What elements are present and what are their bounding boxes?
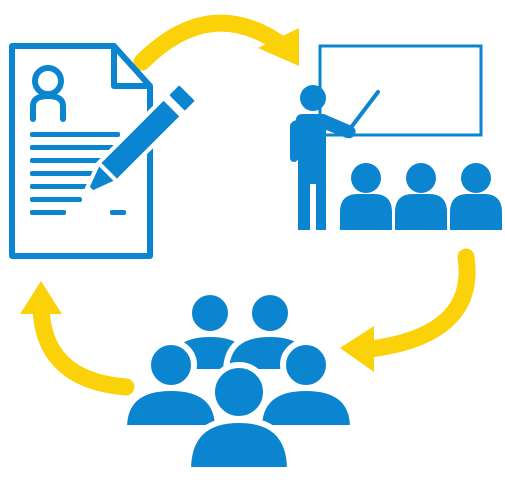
arrow-classroom-to-team-icon [340,248,476,372]
cycle-arrows [20,14,476,396]
team-group-icon [120,289,357,473]
resume-document-icon [9,43,199,259]
teacher-presenting-icon [290,44,483,230]
arrow-team-to-document-icon [20,281,135,396]
pencil-icon [81,81,199,199]
arrow-document-to-classroom-icon [133,14,299,71]
resume-photo-icon [30,65,66,122]
resume-text-lines [30,132,126,215]
presentation-board [318,44,483,137]
audience-icon [340,163,502,230]
